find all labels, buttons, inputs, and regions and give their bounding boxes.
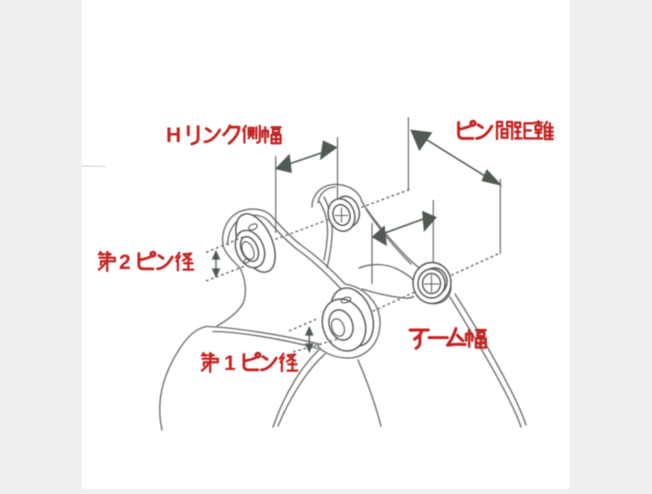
svg-text:1: 1 bbox=[224, 352, 236, 375]
svg-text:H: H bbox=[166, 124, 181, 147]
svg-text:2: 2 bbox=[119, 251, 131, 274]
